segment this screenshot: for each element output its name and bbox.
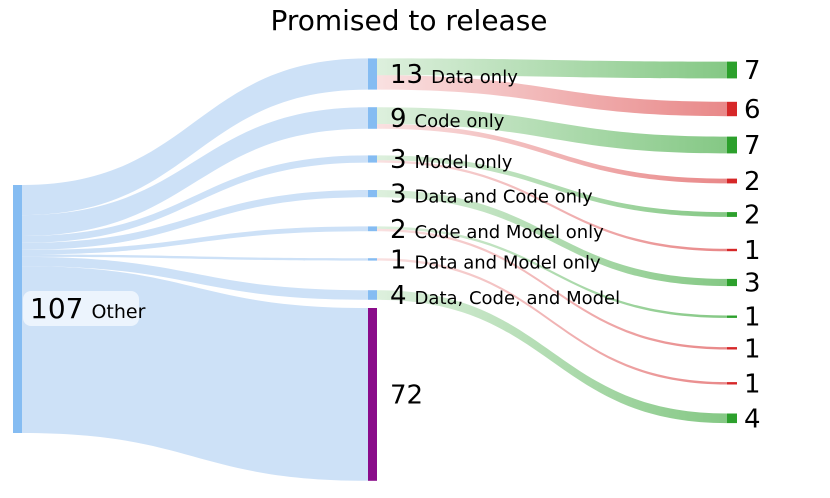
flow-data_and_code_only-to-data_and_code_only_released (377, 190, 727, 287)
node-data_only_released (727, 61, 737, 79)
label-model_only_released: 2 (744, 201, 761, 231)
label-data_and_model_only_not_released: 1 (744, 369, 761, 399)
chart-title: Promised to release (270, 4, 547, 37)
flow-code_and_model_only-to-code_and_model_only_released (377, 226, 727, 318)
node-data_only_not_released (727, 101, 737, 117)
flow-other-to-data_and_code_only (22, 190, 368, 250)
node-data_code_and_model_released (727, 413, 737, 424)
flow-model_only-to-model_only_not_released (377, 160, 727, 252)
flow-code_only-to-code_only_released (377, 107, 727, 154)
flow-other-to-code_and_model_only (22, 226, 368, 255)
node-model_only_released (727, 212, 737, 217)
label-model_only_not_released: 1 (744, 236, 761, 266)
node-data_and_code_only_released (727, 278, 737, 287)
flow-data_and_model_only-to-data_and_model_only_not_released (377, 258, 727, 385)
flow-other-to-data_code_and_model (22, 256, 368, 300)
label-code_and_model_only_released: 1 (744, 303, 761, 333)
nodes-layer (13, 58, 737, 481)
node-model_only (368, 155, 377, 163)
flow-other-to-model_only (22, 155, 368, 243)
node-data_and_model_only (368, 258, 377, 261)
label-code_only_not_released: 2 (744, 167, 761, 197)
flow-code_only-to-code_only_not_released (377, 124, 727, 184)
label-none_released: 72 (390, 380, 423, 410)
flow-code_and_model_only-to-code_and_model_only_not_released (377, 228, 727, 350)
node-none_released (368, 308, 377, 481)
node-code_and_model_only_released (727, 315, 737, 318)
node-code_and_model_only (368, 226, 377, 232)
label-code_only_released: 7 (744, 131, 761, 161)
flow-data_code_and_model-to-data_code_and_model_released (377, 290, 727, 424)
node-code_and_model_only_not_released (727, 347, 737, 350)
node-code_only_released (727, 136, 737, 154)
flow-other-to-data_and_model_only (22, 254, 368, 261)
node-data_code_and_model (368, 290, 377, 300)
flow-other-to-data_only (22, 58, 368, 216)
label-data_code_and_model_released: 4 (744, 404, 761, 434)
label-data_only_not_released: 6 (744, 95, 761, 125)
label-code_and_model_only_not_released: 1 (744, 334, 761, 364)
node-other (13, 185, 22, 433)
label-data_and_code_only_released: 3 (744, 269, 761, 299)
node-model_only_not_released (727, 248, 737, 252)
flow-model_only-to-model_only_released (377, 155, 727, 217)
flow-other-to-code_only (22, 107, 368, 236)
node-code_only_not_released (727, 178, 737, 184)
node-data_and_model_only_not_released (727, 382, 737, 385)
node-code_only (368, 107, 377, 129)
flow-data_only-to-data_only_not_released (377, 75, 727, 117)
node-data_and_code_only (368, 190, 377, 198)
flow-data_only-to-data_only_released (377, 58, 727, 79)
source-label-box (23, 291, 139, 326)
label-data_only_released: 7 (744, 56, 761, 86)
node-data_only (368, 58, 377, 90)
